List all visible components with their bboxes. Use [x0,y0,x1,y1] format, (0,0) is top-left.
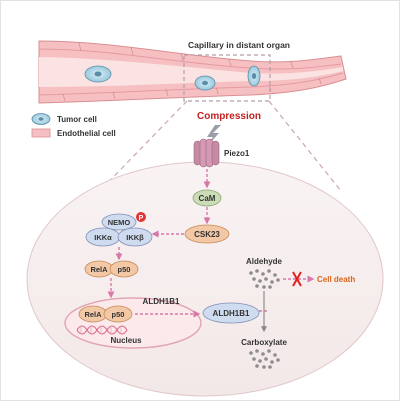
nemo-node [101,213,137,231]
legend-endo-icon [31,128,51,138]
phospho-badge [136,212,146,222]
aldehyde-molecules [249,269,280,289]
csk23-label: CSK23 [194,230,220,239]
nucleus-label: Nucleus [110,336,142,345]
p50-node-nuclear [103,305,133,323]
tumor-cell-2 [194,75,216,91]
aldh1b1-protein-label: ALDH1B1 [213,309,250,318]
aldehyde-label: Aldehyde [246,257,283,266]
cam-node [192,189,222,207]
piezo1-channel-icon [193,138,220,168]
cam-label: CaM [199,194,216,203]
capillary-vessel [38,40,347,104]
nemo-label: NEMO [108,218,131,227]
legend-tumor-icon [31,113,51,125]
ikkb-node [117,227,153,247]
p50-node-cyto [109,260,139,278]
piezo1-label: Piezo1 [224,149,250,158]
ikkb-label: IKKβ [126,233,144,242]
cell-death-label: Cell death [317,275,355,284]
tumor-cell-3 [247,65,261,87]
legend: Tumor cell Endothelial cell [31,113,116,138]
ikka-label: IKKα [94,233,112,242]
aldh1b1-protein-node [202,302,260,324]
zoom-box [183,54,271,102]
compression-label: Compression [197,111,261,122]
dna-helix-icon [76,325,128,335]
carboxylate-molecules [249,349,280,369]
phospho-label: P [139,215,144,222]
rela-label-nuclear: RelA [84,310,102,319]
p50-label-nuclear: p50 [112,310,125,319]
capillary-label: Capillary in distant organ [188,40,290,50]
aldh1b1-gene-label: ALDH1B1 [143,297,180,306]
ikk-complex [85,213,153,247]
legend-tumor-label: Tumor cell [57,115,97,124]
legend-endo-label: Endothelial cell [57,129,116,138]
csk23-node [184,224,230,244]
rela-label-cyto: RelA [90,265,108,274]
block-x-icon [292,271,302,287]
carboxylate-label: Carboxylate [241,338,287,347]
p50-label-cyto: p50 [118,265,131,274]
endothelial-cell-segments [62,42,322,102]
tumor-cell-1 [84,65,112,83]
zoom-line-right [268,100,342,192]
